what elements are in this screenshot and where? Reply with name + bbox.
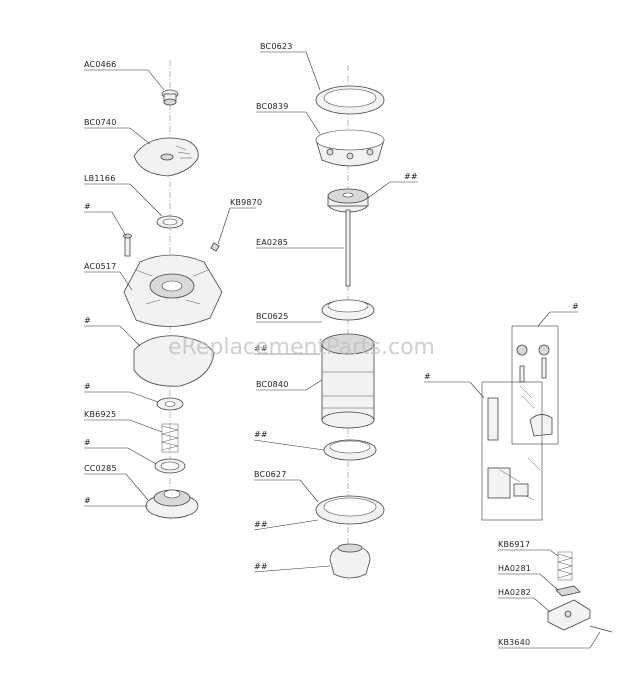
leader-dh-low1	[253, 439, 325, 451]
part-kb6925-spring[interactable]	[161, 423, 179, 453]
label-bc0623: BC0623	[260, 42, 293, 51]
label-kb6925: KB6925	[84, 410, 116, 419]
label-kb6917: KB6917	[498, 540, 530, 549]
part-bc0740-cover[interactable]	[133, 137, 199, 177]
leader-hash-left2	[84, 325, 141, 347]
label-hash-right-mid: #	[424, 372, 431, 381]
leader-kb3640	[498, 631, 601, 649]
label-dh-low2: ##	[254, 520, 268, 529]
part-bc0840-cylinder[interactable]	[321, 333, 375, 429]
label-kb3640: KB3640	[498, 638, 530, 647]
leader-kb6925	[84, 419, 163, 433]
part-ha0282-lever[interactable]	[547, 599, 591, 631]
part-ac0466-knob[interactable]	[161, 89, 179, 106]
part-ha0281-plate[interactable]	[555, 585, 581, 597]
leader-kb9870	[217, 207, 256, 245]
leader-bc0627	[254, 479, 319, 503]
label-dh-mid: ##	[254, 344, 268, 353]
leader-hash-right-top	[537, 311, 578, 327]
leader-dh-low2	[253, 519, 319, 531]
label-ha0282: HA0282	[498, 588, 531, 597]
leader-kb6917	[498, 549, 559, 557]
label-hash-left3: #	[84, 382, 91, 391]
part-kb3640-pin[interactable]	[589, 625, 613, 633]
part-ring-center1[interactable]	[323, 439, 377, 461]
leader-cc0285	[84, 473, 149, 501]
label-hash-left5: #	[84, 496, 91, 505]
part-cc0285-base[interactable]	[145, 489, 199, 519]
leader-dh-low3	[253, 565, 331, 573]
label-hash-left4: #	[84, 438, 91, 447]
label-bc0840: BC0840	[256, 380, 289, 389]
leader-hash-left3	[84, 391, 159, 403]
leader-hash-right-mid	[424, 381, 485, 399]
part-bc0839-cup[interactable]	[315, 129, 385, 167]
part-bottom-cap[interactable]	[329, 543, 371, 579]
leader-ac0466	[84, 69, 165, 91]
part-bc0627-ring[interactable]	[315, 495, 385, 525]
leader-bc0740	[84, 127, 151, 145]
label-kb9870: KB9870	[230, 198, 262, 207]
label-hash-left2: #	[84, 316, 91, 325]
part-washer-left1[interactable]	[156, 397, 184, 411]
part-ac0517-housing[interactable]	[123, 254, 223, 327]
part-ea0285-rod[interactable]	[345, 209, 351, 287]
label-cc0285: CC0285	[84, 464, 117, 473]
label-ha0281: HA0281	[498, 564, 531, 573]
label-ea0285: EA0285	[256, 238, 288, 247]
leader-ha0282	[498, 597, 551, 613]
label-lb1166: LB1166	[84, 174, 116, 183]
label-hash-left1: #	[84, 202, 91, 211]
part-lb1166-ring[interactable]	[156, 215, 184, 229]
label-dh-low3: ##	[254, 562, 268, 571]
part-kb9870-pin[interactable]	[210, 242, 220, 252]
leader-lb1166	[84, 183, 163, 217]
part-gasket[interactable]	[133, 335, 215, 387]
label-dh-low1: ##	[254, 430, 268, 439]
inset-box-lower	[481, 381, 543, 521]
part-kb6917-spring[interactable]	[557, 551, 573, 581]
watermark-text: eReplacementParts.com	[168, 335, 435, 360]
leader-ha0281	[498, 573, 559, 591]
part-bc0625-ring[interactable]	[321, 299, 375, 321]
label-dh-top: ##	[404, 172, 418, 181]
label-ac0517: AC0517	[84, 262, 116, 271]
label-bc0839: BC0839	[256, 102, 289, 111]
label-bc0627: BC0627	[254, 470, 287, 479]
leader-bc0623	[260, 51, 321, 91]
leader-ac0517	[84, 271, 133, 291]
part-bc0623-ring[interactable]	[315, 85, 385, 115]
leader-bc0840	[256, 379, 323, 391]
leader-dh-top	[367, 181, 418, 199]
part-screw-left[interactable]	[123, 233, 132, 257]
leader-hash-left1	[84, 211, 127, 237]
leader-bc0839	[256, 111, 321, 135]
part-piston-top[interactable]	[327, 188, 369, 213]
label-bc0625: BC0625	[256, 312, 289, 321]
label-hash-right-top: #	[572, 302, 579, 311]
part-ring-left2[interactable]	[154, 458, 186, 474]
label-ac0466: AC0466	[84, 60, 116, 69]
leader-hash-left4	[84, 447, 157, 465]
inset-box-upper	[511, 325, 559, 445]
label-bc0740: BC0740	[84, 118, 117, 127]
